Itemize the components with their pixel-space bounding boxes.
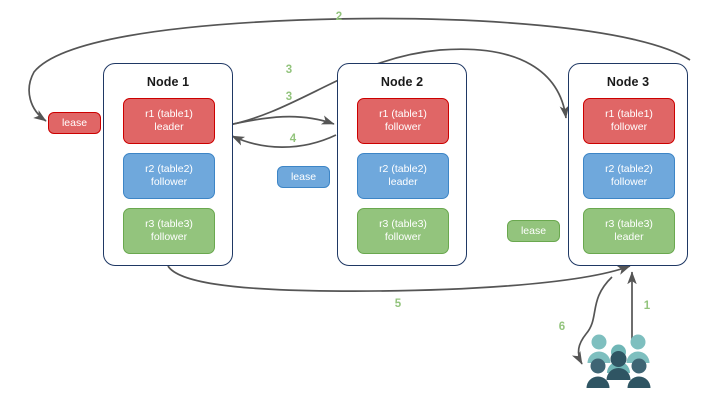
- replica-node3-r2[interactable]: r2 (table2) follower: [583, 153, 675, 199]
- step-label-1: 1: [643, 300, 651, 312]
- replica-name: r3 (table3): [605, 218, 653, 230]
- replica-node3-r3[interactable]: r3 (table3) leader: [583, 208, 675, 254]
- lease-badge-r1[interactable]: lease: [48, 112, 101, 134]
- replica-node2-r3[interactable]: r3 (table3) follower: [357, 208, 449, 254]
- arrow-step-2: [28, 17, 691, 122]
- replica-role: leader: [614, 231, 644, 243]
- replica-name: r2 (table2): [145, 163, 193, 175]
- users-group-icon: [586, 334, 651, 388]
- lease-badge-r3[interactable]: lease: [507, 220, 560, 242]
- replica-role: follower: [610, 121, 648, 133]
- replica-name: r1 (table1): [379, 108, 427, 120]
- replica-node1-r3[interactable]: r3 (table3) follower: [123, 208, 215, 254]
- replica-role: follower: [150, 231, 188, 243]
- lease-badge-r2[interactable]: lease: [277, 166, 330, 188]
- replica-node3-r1[interactable]: r1 (table1) follower: [583, 98, 675, 144]
- step-label-2: 2: [335, 11, 343, 23]
- replica-role: follower: [150, 176, 188, 188]
- step-label-4: 4: [289, 133, 297, 145]
- arrow-step-5: [167, 265, 631, 292]
- replica-name: r1 (table1): [605, 108, 653, 120]
- replica-role: follower: [610, 176, 648, 188]
- replica-name: r3 (table3): [145, 218, 193, 230]
- node-box-node2[interactable]: Node 2 r1 (table1) follower r2 (table2) …: [337, 63, 467, 266]
- replica-name: r1 (table1): [145, 108, 193, 120]
- replica-name: r2 (table2): [605, 163, 653, 175]
- replica-node1-r1[interactable]: r1 (table1) leader: [123, 98, 215, 144]
- node-box-node3[interactable]: Node 3 r1 (table1) follower r2 (table2) …: [568, 63, 688, 266]
- node-box-node1[interactable]: Node 1 r1 (table1) leader r2 (table2) fo…: [103, 63, 233, 266]
- arrow-step-3-to-node2: [223, 115, 335, 127]
- replica-node1-r2[interactable]: r2 (table2) follower: [123, 153, 215, 199]
- arrow-step-4: [231, 134, 337, 148]
- node-title: Node 3: [606, 75, 650, 89]
- node-title: Node 2: [380, 75, 424, 89]
- arrow-step-6: [571, 276, 613, 365]
- node-title: Node 1: [146, 75, 190, 89]
- step-label-6: 6: [558, 321, 566, 333]
- users-group[interactable]: [586, 333, 652, 391]
- replica-node2-r1[interactable]: r1 (table1) follower: [357, 98, 449, 144]
- step-label-5: 5: [394, 298, 402, 310]
- replica-node2-r2[interactable]: r2 (table2) leader: [357, 153, 449, 199]
- replica-role: follower: [384, 121, 422, 133]
- replica-name: r3 (table3): [379, 218, 427, 230]
- replica-name: r2 (table2): [379, 163, 427, 175]
- step-label-3b: 3: [285, 91, 293, 103]
- arrow-step-3-to-node3: [223, 48, 570, 127]
- step-label-3a: 3: [285, 64, 293, 76]
- replica-role: follower: [384, 231, 422, 243]
- replica-role: leader: [154, 121, 184, 133]
- replica-role: leader: [388, 176, 418, 188]
